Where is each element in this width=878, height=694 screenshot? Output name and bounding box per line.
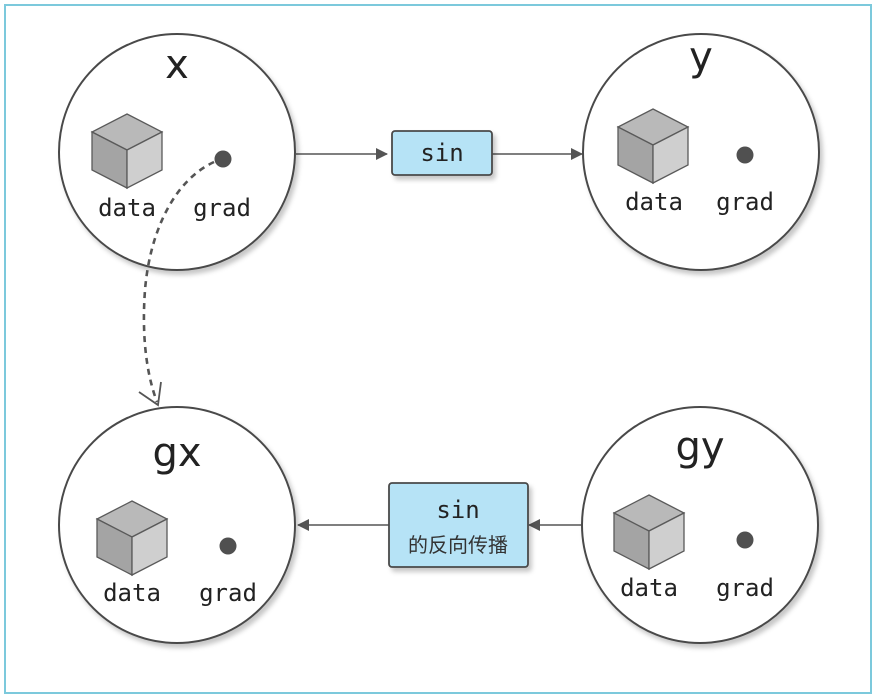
dot-icon <box>736 531 754 549</box>
node-x-circle <box>58 33 296 271</box>
node-gx-circle <box>58 406 296 644</box>
function-sin-forward-box[interactable] <box>391 130 493 176</box>
node-y-title: y <box>689 34 713 80</box>
node-x-title: x <box>165 42 189 88</box>
node-y-data-label: data <box>625 188 683 216</box>
node-x-grad-label: grad <box>193 194 251 222</box>
dot-icon <box>736 146 754 164</box>
node-gy: gy data grad <box>581 406 819 644</box>
node-gx: gx data grad <box>58 406 296 644</box>
node-gx-data-label: data <box>103 579 161 607</box>
function-sin-forward[interactable]: sin <box>391 130 493 176</box>
function-sin-backward-label: sin <box>436 496 479 524</box>
computational-graph: x data grad y data grad gx data grad gy … <box>58 33 820 644</box>
node-x-data-label: data <box>98 194 156 222</box>
function-sin-forward-label: sin <box>420 139 463 167</box>
node-gx-title: gx <box>152 430 201 476</box>
dot-icon <box>219 537 237 555</box>
dot-icon <box>214 150 232 168</box>
node-y-circle <box>582 33 820 271</box>
arrow-open-head-icon <box>138 381 162 407</box>
node-gy-data-label: data <box>620 574 678 602</box>
node-y-grad-label: grad <box>716 188 774 216</box>
edge-x-grad-to-gx-dashed <box>142 160 215 403</box>
node-gy-title: gy <box>675 424 724 470</box>
node-gy-circle <box>581 406 819 644</box>
node-x: x data grad <box>58 33 296 271</box>
function-sin-backward-sublabel: 的反向传播 <box>408 533 508 557</box>
node-gx-grad-label: grad <box>199 579 257 607</box>
function-sin-backward-box[interactable] <box>388 482 529 568</box>
node-gy-grad-label: grad <box>716 574 774 602</box>
node-y: y data grad <box>582 33 820 271</box>
function-sin-backward[interactable]: sin 的反向传播 <box>388 482 529 568</box>
